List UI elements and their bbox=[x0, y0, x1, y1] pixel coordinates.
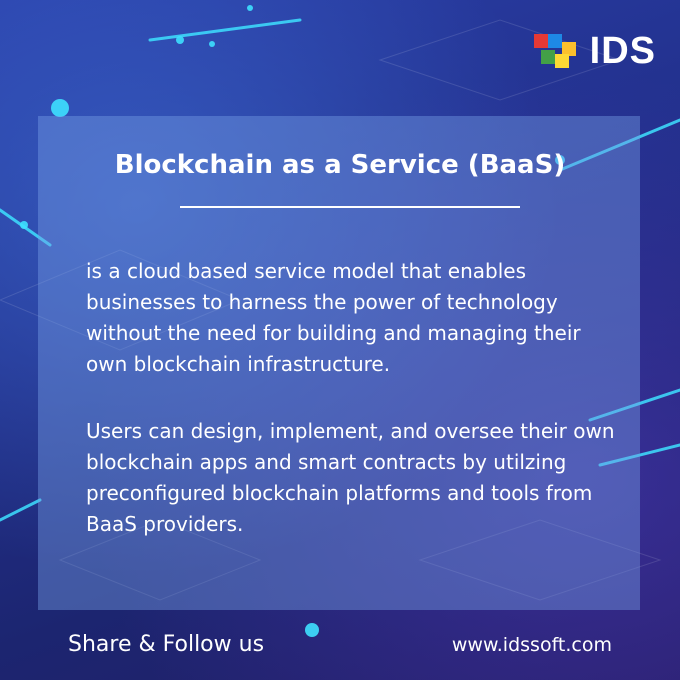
details-paragraph: Users can design, implement, and oversee… bbox=[86, 419, 615, 536]
ids-logo: IDS bbox=[532, 30, 656, 73]
description-paragraph: is a cloud based service model that enab… bbox=[86, 259, 581, 376]
card-title: Blockchain as a Service (BaaS) bbox=[114, 150, 566, 180]
cubes-logo-icon bbox=[533, 33, 576, 68]
share-follow-label: Share & Follow us bbox=[68, 632, 265, 657]
brand-name: IDS bbox=[589, 30, 656, 72]
title-divider bbox=[180, 206, 520, 208]
website-link[interactable]: www.idssoft.com bbox=[451, 634, 612, 656]
content-card bbox=[38, 116, 640, 610]
